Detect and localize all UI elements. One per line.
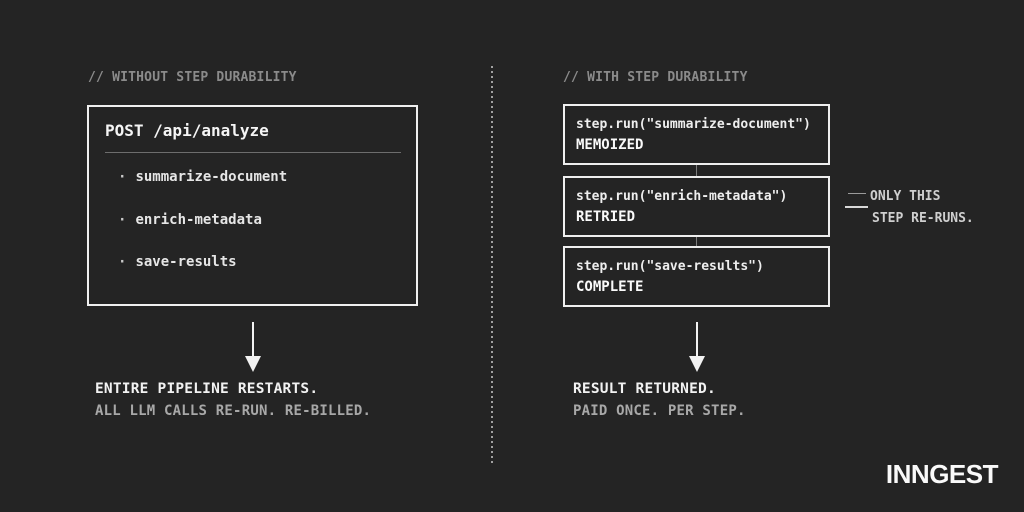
annotation-dash-icon xyxy=(845,206,868,208)
step-box-summarize: step.run("summarize-document") MEMOIZED xyxy=(563,104,830,165)
right-section-header: // WITH STEP DURABILITY xyxy=(563,70,748,85)
down-arrow-head-icon xyxy=(689,356,705,372)
list-item-label: enrich-metadata xyxy=(135,211,262,228)
annotation-line1: ONLY THIS xyxy=(870,189,941,204)
step-box-save: step.run("save-results") COMPLETE xyxy=(563,246,830,307)
bullet-icon: · xyxy=(118,169,127,185)
api-box-divider xyxy=(105,152,401,153)
box-connector-line xyxy=(696,237,697,246)
list-item-label: summarize-document xyxy=(135,169,288,185)
step-code: step.run("save-results") xyxy=(576,258,764,274)
inngest-logo: INNGEST xyxy=(885,459,999,489)
step-status: MEMOIZED xyxy=(576,136,644,153)
list-item: · save-results xyxy=(118,241,416,284)
list-item: · summarize-document xyxy=(118,156,416,199)
step-code: step.run("enrich-metadata") xyxy=(576,188,788,204)
down-arrow-head-icon xyxy=(245,356,261,372)
step-box-enrich: step.run("enrich-metadata") RETRIED xyxy=(563,176,830,237)
dotted-divider xyxy=(491,66,493,464)
step-code: step.run("summarize-document") xyxy=(576,116,811,132)
down-arrow-icon xyxy=(696,322,698,357)
list-item: · enrich-metadata xyxy=(118,199,416,242)
step-status: RETRIED xyxy=(576,208,636,225)
step-status: COMPLETE xyxy=(576,278,644,295)
api-pipeline-box: POST /api/analyze · summarize-document · e… xyxy=(87,105,418,306)
api-box-title: POST /api/analyze xyxy=(105,121,269,140)
bullet-icon: · xyxy=(118,211,127,228)
annotation-line2: STEP RE-RUNS. xyxy=(872,211,974,226)
down-arrow-icon xyxy=(252,322,254,357)
bullet-icon: · xyxy=(118,254,127,270)
left-section-header: // WITHOUT STEP DURABILITY xyxy=(88,70,297,85)
list-item-label: save-results xyxy=(135,254,237,270)
box-connector-line xyxy=(696,165,697,176)
left-result-title: ENTIRE PIPELINE RESTARTS. xyxy=(95,381,319,397)
api-step-list: · summarize-document · enrich-metadata · sa… xyxy=(118,156,416,284)
right-result-title: RESULT RETURNED. xyxy=(573,381,716,397)
annotation-dash-icon xyxy=(848,193,866,194)
left-result-subtitle: ALL LLM CALLS RE-RUN. RE-BILLED. xyxy=(95,403,372,419)
right-result-subtitle: PAID ONCE. PER STEP. xyxy=(573,403,746,419)
